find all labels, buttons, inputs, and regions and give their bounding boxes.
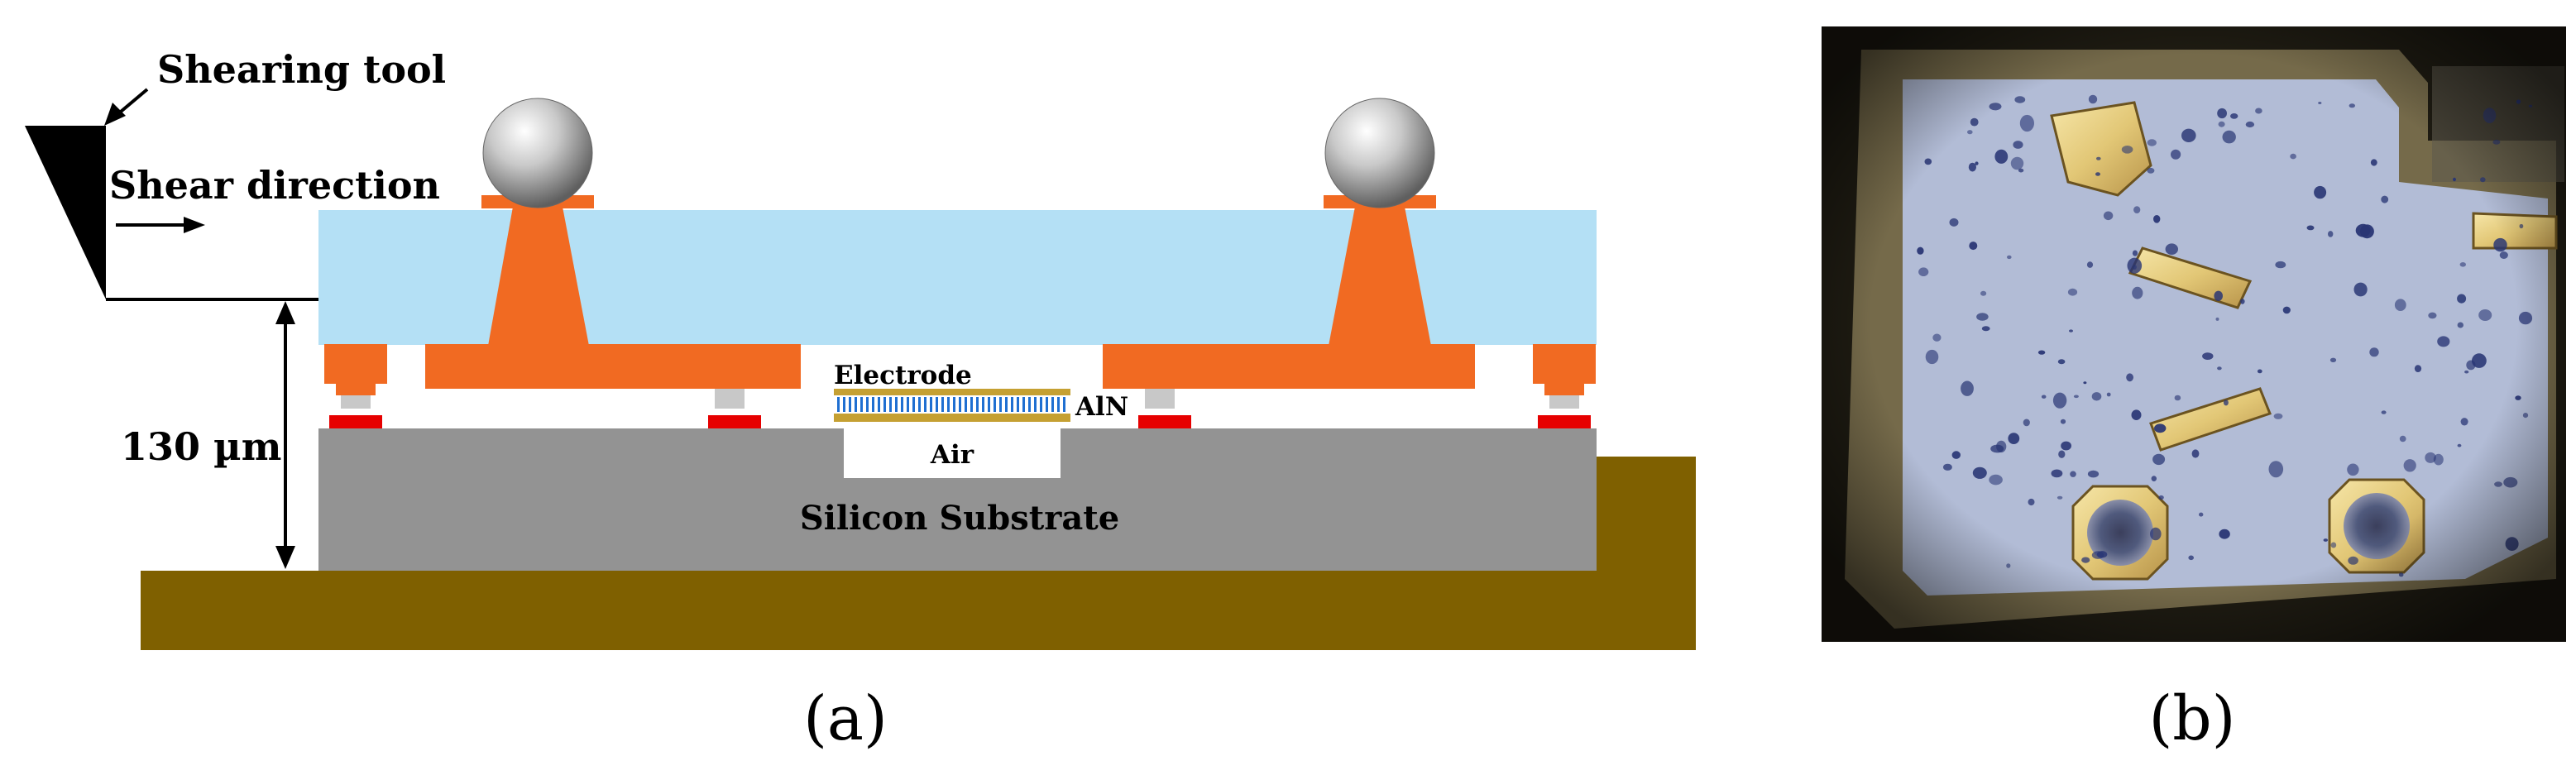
- aln-stripe: [1057, 397, 1060, 412]
- aln-stripe: [1034, 397, 1037, 412]
- aln-stripe: [988, 397, 990, 412]
- base-platform-step: [1597, 457, 1696, 572]
- copper-trace-right: [1103, 344, 1475, 389]
- bottom-electrode: [834, 414, 1070, 422]
- aln-stripe: [1011, 397, 1013, 412]
- shear-direction-label: Shear direction: [109, 163, 440, 208]
- air-cavity: [844, 428, 1061, 478]
- aln-stripe: [941, 397, 944, 412]
- aln-stripe: [901, 397, 903, 412]
- aln-stripe: [866, 397, 869, 412]
- aln-stripe: [924, 397, 926, 412]
- aln-stripe: [889, 397, 892, 412]
- aln-stripe: [907, 397, 909, 412]
- aln-stripe: [930, 397, 932, 412]
- aln-stripe: [895, 397, 898, 412]
- top-electrode: [834, 389, 1070, 395]
- height-arrow-bottom: [275, 546, 295, 569]
- copper-via-left: [488, 207, 589, 346]
- aln-stripe: [849, 397, 851, 412]
- aln-stripe: [855, 397, 857, 412]
- aln-stripe: [959, 397, 961, 412]
- bump-stack-3: [1138, 389, 1191, 428]
- aln-stripe: [918, 397, 921, 412]
- aln-stripe: [936, 397, 938, 412]
- bump-stack-4: [1538, 384, 1591, 428]
- aln-stripe: [883, 397, 886, 412]
- aln-stripe: [860, 397, 863, 412]
- copper-stub-far-left: [324, 344, 387, 384]
- copper-stub-far-right: [1533, 344, 1596, 384]
- aln-stripe: [1022, 397, 1025, 412]
- solder-ball-right: [1324, 98, 1435, 208]
- copper-via-right: [1329, 207, 1431, 346]
- copper-trace-left: [425, 344, 801, 389]
- aln-stripes: [837, 397, 1065, 412]
- panel-b-label: (b): [2148, 683, 2235, 754]
- aln-stripe: [1005, 397, 1008, 412]
- aln-stripe: [912, 397, 915, 412]
- aln-stripe: [1040, 397, 1042, 412]
- aln-stripe: [965, 397, 967, 412]
- aln-stripe: [1051, 397, 1054, 412]
- substrate-label: Silicon Substrate: [800, 499, 1119, 538]
- aln-stripe: [837, 397, 840, 412]
- micrograph-vignette: [1822, 26, 2566, 642]
- shearing-tool-icon: [25, 126, 106, 299]
- aln-stripe: [953, 397, 955, 412]
- aln-stripe: [970, 397, 973, 412]
- solder-ball-left: [482, 98, 593, 208]
- aln-stripe: [976, 397, 979, 412]
- base-platform: [141, 571, 1696, 650]
- bump-stack-2: [708, 389, 761, 428]
- aln-stripe: [999, 397, 1002, 412]
- tool-pointer-arrowhead: [104, 103, 126, 126]
- aln-stripe: [1063, 397, 1065, 412]
- aln-stripe: [872, 397, 874, 412]
- aln-stripe: [994, 397, 996, 412]
- aln-stripe: [1028, 397, 1031, 412]
- height-arrow-top: [275, 301, 295, 324]
- aln-stripe: [1017, 397, 1019, 412]
- shearing-tool-label: Shearing tool: [157, 47, 446, 92]
- shear-direction-arrowhead: [184, 217, 205, 233]
- aln-stripe: [878, 397, 880, 412]
- height-label: 130 µm: [121, 424, 281, 469]
- aln-stripe: [982, 397, 984, 412]
- bump-stack-1: [329, 384, 382, 428]
- air-label: Air: [930, 440, 974, 470]
- panel-a-label: (a): [803, 683, 888, 754]
- aln-stripe: [947, 397, 950, 412]
- panel-a-diagram: Shearing tool Shear direction 130 µm Ele…: [25, 47, 1696, 754]
- panel-b-micrograph: (b): [1822, 26, 2566, 754]
- aln-stripe: [1046, 397, 1048, 412]
- aln-stripe: [843, 397, 845, 412]
- electrode-label: Electrode: [834, 361, 972, 390]
- aln-label: AlN: [1075, 392, 1128, 422]
